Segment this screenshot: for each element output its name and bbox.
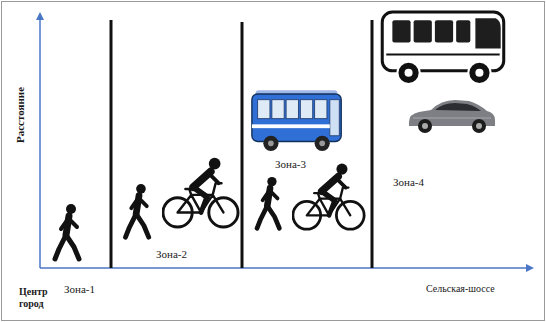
axis-title: Расстояние: [14, 87, 26, 143]
coach-bus-icon: [382, 12, 504, 84]
pedestrian-icon: [126, 184, 149, 237]
label-text: Расстояние: [14, 87, 26, 143]
zone-divider: [371, 20, 374, 268]
city-bus-icon: [252, 90, 341, 151]
zone-label: Зона-2: [156, 248, 187, 260]
pedestrian-icon: [257, 177, 279, 228]
pedestrian-icon: [55, 204, 79, 259]
zone-label: Зона-3: [275, 158, 306, 170]
cyclist-icon: [293, 164, 364, 230]
label-text: Зона-1: [64, 283, 95, 295]
car-icon: [409, 100, 495, 133]
zone-divider: [110, 20, 113, 268]
label-text: Центр город: [19, 286, 48, 309]
origin-label: Центр город: [19, 286, 55, 309]
label-text: Зона-2: [156, 248, 187, 260]
cyclist-icon: [163, 158, 238, 227]
route-axis: [40, 267, 532, 269]
zone-label: Зона-4: [393, 176, 424, 188]
axis-title: Сельская-шоссе: [426, 283, 495, 294]
label-text: Сельская-шоссе: [426, 283, 495, 294]
zone-label: Зона-1: [64, 283, 95, 295]
label-text: Зона-4: [393, 176, 424, 188]
zone-divider: [241, 22, 244, 268]
distance-axis: [39, 14, 41, 268]
label-text: Зона-3: [275, 158, 306, 170]
